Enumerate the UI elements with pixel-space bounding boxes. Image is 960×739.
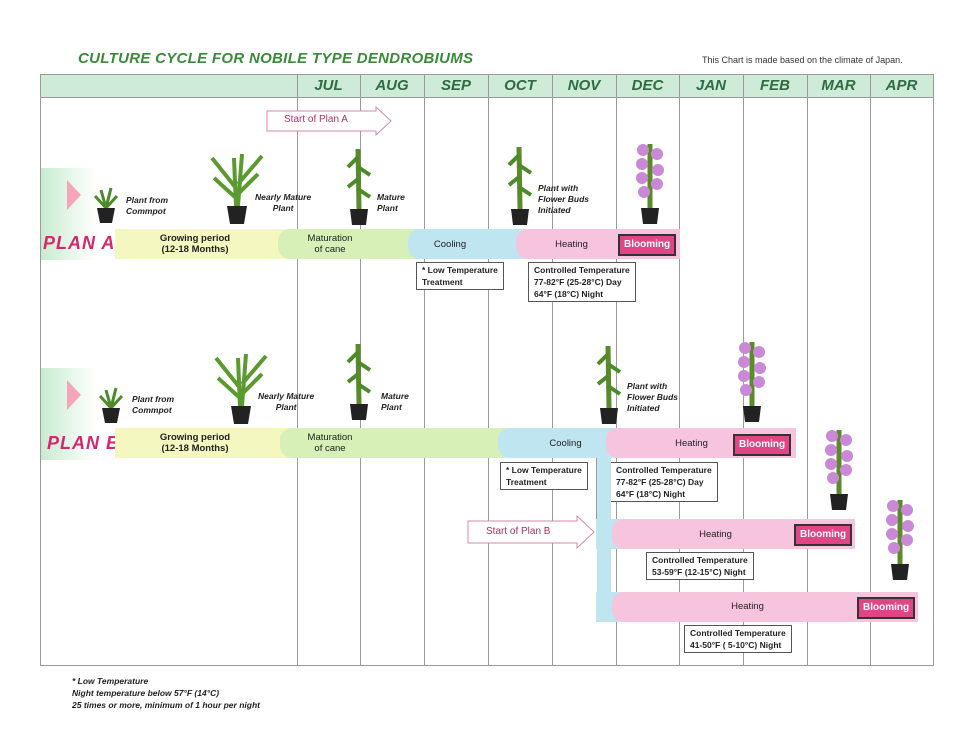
plan-a-label: PLAN A xyxy=(43,233,116,253)
blooming-plant-icon xyxy=(738,342,766,422)
blooming-plant-icon xyxy=(636,144,664,224)
small-plant-icon xyxy=(93,187,119,223)
plan-a-low-temp-box: * Low Temperature Treatment xyxy=(416,262,504,290)
plan-a-nearly-mature-label: Nearly Mature Plant xyxy=(255,192,312,213)
plan-a-cooling-text: Cooling xyxy=(433,239,467,250)
plan-a-flower-buds-label: Plant with Flower Buds Initiated xyxy=(538,183,590,215)
plan-b-cooling-text: Cooling xyxy=(549,438,582,449)
small-plant-icon xyxy=(98,387,124,423)
start-plan-a-arrow xyxy=(266,106,392,136)
gridline xyxy=(297,75,298,665)
plan-a-growing-bar xyxy=(115,229,290,259)
gridline xyxy=(552,75,553,665)
plan-a-maturation-text: Maturation of cane xyxy=(307,233,353,255)
gridline xyxy=(807,75,808,665)
plan-b-controlled-box-1: Controlled Temperature 77-82°F (25-28°C)… xyxy=(610,462,718,502)
gridline xyxy=(870,75,871,665)
plan-b-mature-label: Mature Plant xyxy=(381,391,409,412)
plan-b-flower-buds-label: Plant with Flower Buds Initiated xyxy=(627,381,679,413)
plan-b-nearly-mature-label: Nearly Mature Plant xyxy=(258,391,315,412)
month-label: AUG xyxy=(375,77,409,94)
plan-a-blooming-badge: Blooming xyxy=(618,234,677,256)
plan-b-blooming-badge: Blooming xyxy=(733,434,792,456)
plan-a-growing-text: Growing period (12-18 Months) xyxy=(159,233,231,255)
month-label: JAN xyxy=(695,77,726,94)
plan-b-label: PLAN B xyxy=(47,433,120,453)
plan-b2-blooming-badge: Blooming xyxy=(794,524,853,546)
start-plan-b-label: Start of Plan B xyxy=(486,526,551,537)
plan-b-side-band xyxy=(41,368,96,460)
month-label: MAR xyxy=(821,77,856,94)
footnote: * Low Temperature Night temperature belo… xyxy=(72,676,260,710)
start-plan-b-arrow xyxy=(467,515,595,549)
nearly-mature-plant-icon xyxy=(210,153,264,224)
budding-plant-icon xyxy=(507,146,533,225)
month-label: OCT xyxy=(504,77,536,94)
plan-b3-blooming-badge: Blooming xyxy=(857,597,916,619)
month-header xyxy=(41,75,933,98)
plan-b-maturation-bar xyxy=(280,428,510,458)
plan-a-cooling-bar xyxy=(408,229,526,259)
plan-a-mature-label: Mature Plant xyxy=(377,192,405,213)
climate-note: This Chart is made based on the climate … xyxy=(702,55,903,65)
month-label: NOV xyxy=(567,77,601,94)
plan-b-low-temp-box: * Low Temperature Treatment xyxy=(500,462,588,490)
gridline xyxy=(743,75,744,665)
plan-a-side-band xyxy=(41,168,96,260)
month-label: FEB xyxy=(760,77,790,94)
plan-a-maturation-bar xyxy=(278,229,418,259)
gridline xyxy=(679,75,680,665)
plan-a-controlled-box: Controlled Temperature 77-82°F (25-28°C)… xyxy=(528,262,636,302)
plan-b-maturation-text: Maturation of cane xyxy=(307,432,353,454)
gridline xyxy=(596,458,597,520)
budding-plant-icon xyxy=(596,345,622,424)
plan-b-controlled-box-3: Controlled Temperature 41-50°F ( 5-10°C)… xyxy=(684,625,792,653)
mature-plant-icon xyxy=(346,343,372,420)
plan-b-plant-from-label: Plant from Commpot xyxy=(132,394,175,415)
plan-b-controlled-box-2: Controlled Temperature 53-59°F (12-15°C)… xyxy=(646,552,754,580)
page-title: CULTURE CYCLE FOR NOBILE TYPE DENDROBIUM… xyxy=(78,50,474,67)
month-label: JUL xyxy=(314,77,343,94)
gridline xyxy=(424,75,425,665)
blooming-plant-icon xyxy=(825,430,853,510)
plan-b-cooling-bar xyxy=(498,428,620,458)
month-label: SEP xyxy=(440,77,471,94)
mature-plant-icon xyxy=(346,148,372,225)
plan-b-growing-bar xyxy=(115,428,290,458)
plan-b-heating-text: Heating xyxy=(675,438,708,449)
gridline xyxy=(488,75,489,665)
month-label: APR xyxy=(885,77,918,94)
month-label: DEC xyxy=(631,77,664,94)
start-plan-a-label: Start of Plan A xyxy=(284,114,348,125)
plan-b-growing-text: Growing period (12-18 Months) xyxy=(159,432,231,454)
plan-b2-heating-text: Heating xyxy=(699,529,732,540)
plan-a-plant-from-label: Plant from Commpot xyxy=(126,195,169,216)
nearly-mature-plant-icon xyxy=(214,353,268,424)
blooming-plant-icon xyxy=(886,500,914,580)
plan-a-heating-text: Heating xyxy=(555,239,588,250)
plan-b3-heating-text: Heating xyxy=(731,601,764,612)
chart-frame xyxy=(40,74,934,666)
